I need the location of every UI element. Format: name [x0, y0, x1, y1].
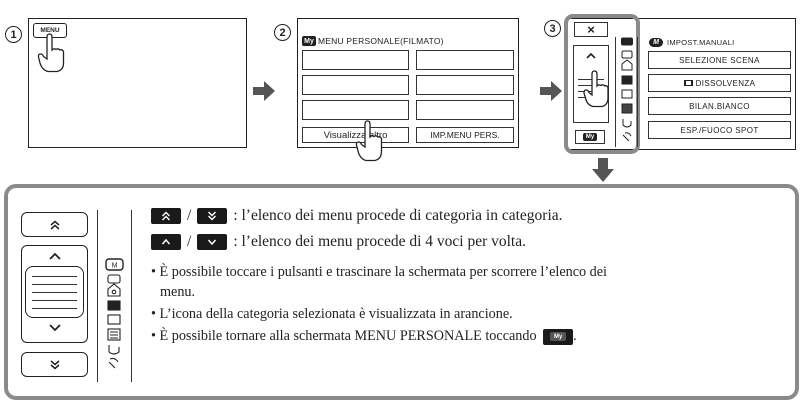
scroll-panel[interactable]	[573, 45, 609, 123]
explain-line-1: / : l’elenco dei menu procede di categor…	[151, 207, 563, 225]
bullet-3-end: .	[573, 328, 577, 344]
menu-slot[interactable]	[302, 75, 409, 95]
bullet-icon: •	[151, 328, 156, 344]
menu-slot[interactable]	[416, 50, 514, 70]
hand-pointer-icon	[583, 70, 609, 108]
separator	[637, 37, 638, 147]
category-icons-large: M	[105, 258, 124, 369]
menu-item-bilan-bianco[interactable]: BILAN.BIANCO	[648, 97, 791, 115]
bullet-2: • L’icona della categoria selezionata è …	[151, 306, 513, 323]
my-menu-header-text: MENU PERSONALE(FILMATO)	[318, 36, 444, 46]
my-menu-button-icon: My	[543, 328, 574, 345]
menu-slot[interactable]	[416, 100, 514, 120]
explanation-panel	[4, 184, 799, 400]
my-tag: My	[302, 36, 316, 46]
visualizza-altro-label: Visualizza altro	[323, 129, 388, 141]
my-tag: My	[583, 133, 597, 141]
scroll-up-icon[interactable]	[585, 52, 597, 60]
scroll-line	[578, 85, 604, 86]
my-menu-header: My MENU PERSONALE(FILMATO)	[302, 36, 444, 46]
bullet-1: • È possibile toccare i pulsanti e trasc…	[151, 262, 781, 302]
arrow-down-icon	[592, 158, 614, 182]
explain-line-2-text: : l’elenco dei menu procede di 4 voci pe…	[233, 233, 526, 250]
bullet-icon: •	[151, 264, 156, 280]
close-icon: ×	[587, 22, 595, 37]
step-2-number: 2	[274, 24, 291, 41]
scroll-handle[interactable]	[25, 266, 84, 318]
bullet-icon: •	[151, 306, 156, 322]
chevron-down-icon[interactable]	[48, 323, 62, 333]
menu-item-label: BILAN.BIANCO	[689, 101, 750, 111]
menu-item-esp-fuoco-spot[interactable]: ESP./FUOCO SPOT	[648, 121, 791, 139]
page-down-button[interactable]	[21, 352, 88, 377]
separator-slash: /	[187, 207, 192, 224]
fader-icon	[683, 80, 693, 86]
scroll-line	[32, 276, 77, 277]
step-3-number: 3	[544, 20, 561, 37]
bullet-3-text: È possibile tornare alla schermata MENU …	[159, 328, 537, 344]
step-1-number: 1	[5, 26, 22, 43]
page-up-button[interactable]	[21, 212, 88, 237]
menu-slot[interactable]	[302, 50, 409, 70]
manual-icon: M	[649, 38, 663, 47]
scroll-line	[32, 284, 77, 285]
bullet-1-continuation: menu.	[160, 284, 196, 300]
double-chevron-down-icon	[50, 359, 59, 369]
chevron-up-icon[interactable]	[48, 251, 62, 261]
bullet-3: • È possibile tornare alla schermata MEN…	[151, 328, 577, 345]
bullet-1-text: È possibile toccare i pulsanti e trascin…	[159, 264, 607, 280]
separator	[131, 210, 132, 382]
separator-slash: /	[187, 233, 192, 250]
scroll-panel-large[interactable]	[21, 245, 88, 343]
hand-pointer-icon	[355, 120, 383, 162]
separator	[615, 37, 616, 147]
double-down-button-icon	[197, 208, 228, 224]
visualizza-altro-button[interactable]: Visualizza altro	[302, 127, 409, 143]
scroll-line	[32, 308, 77, 309]
double-up-button-icon	[151, 208, 181, 224]
menu-item-label: SELEZIONE SCENA	[679, 55, 760, 65]
explain-line-1-text: : l’elenco dei menu procede di categoria…	[233, 207, 563, 224]
category-header-text: IMPOST.MANUALI	[667, 38, 735, 47]
scroll-line	[32, 292, 77, 293]
double-chevron-up-icon	[50, 220, 59, 230]
separator	[97, 210, 98, 382]
step-2-screen: My MENU PERSONALE(FILMATO) Visualizza al…	[297, 18, 519, 148]
arrow-right-icon	[253, 81, 275, 101]
highlight-frame	[564, 14, 640, 154]
scroll-line	[578, 91, 604, 92]
menu-item-selezione-scena[interactable]: SELEZIONE SCENA	[648, 51, 791, 69]
up-button-icon	[151, 234, 181, 250]
my-menu-button[interactable]: My	[575, 130, 605, 144]
hand-pointer-icon	[37, 33, 65, 73]
category-icons	[621, 37, 633, 142]
menu-slot[interactable]	[302, 100, 409, 120]
arrow-right-icon	[540, 81, 562, 101]
menu-slot[interactable]	[416, 75, 514, 95]
my-tag: My	[550, 332, 567, 341]
down-button-icon	[197, 234, 228, 250]
menu-item-dissolvenza[interactable]: DISSOLVENZA	[648, 74, 791, 92]
step-1-screen: MENU	[28, 18, 247, 148]
imp-menu-pers-button[interactable]: IMP.MENU PERS.	[416, 127, 514, 143]
explain-line-2: / : l’elenco dei menu procede di 4 voci …	[151, 233, 526, 251]
category-header: M IMPOST.MANUALI	[649, 38, 735, 47]
menu-item-label: ESP./FUOCO SPOT	[680, 125, 759, 135]
imp-menu-pers-label: IMP.MENU PERS.	[430, 130, 500, 140]
bullet-2-text: L’icona della categoria selezionata è vi…	[159, 306, 513, 322]
menu-button-label: MENU	[40, 27, 60, 34]
scroll-line	[32, 300, 77, 301]
menu-item-label: DISSOLVENZA	[695, 78, 756, 88]
close-button[interactable]: ×	[574, 22, 608, 37]
scroll-line	[578, 79, 604, 80]
svg-text:M: M	[112, 263, 118, 270]
